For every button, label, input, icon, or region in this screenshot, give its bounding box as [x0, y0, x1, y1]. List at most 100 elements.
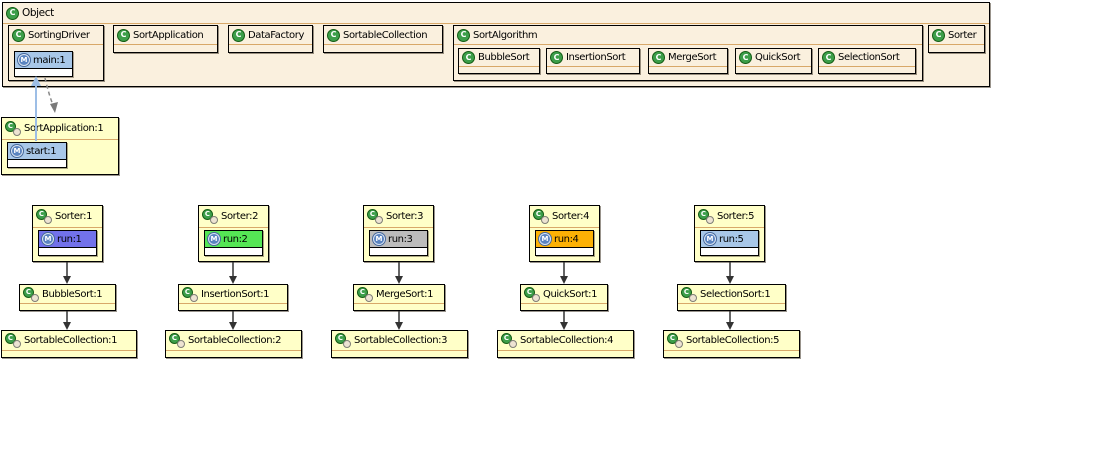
instance-label: BubbleSort:1 — [42, 288, 103, 300]
instance-node-sorter-4[interactable]: C Sorter:4 M run:4 — [529, 205, 600, 262]
instance-label: QuickSort:1 — [543, 288, 598, 300]
instance-header: C SortableCollection:4 — [498, 331, 633, 351]
method-header: M main:1 — [15, 52, 72, 69]
reference-arrow-selectionsort1-to-collection5 — [726, 311, 734, 330]
instance-label: InsertionSort:1 — [201, 288, 270, 300]
class-node-sortablecollection[interactable]: C SortableCollection — [323, 25, 443, 53]
class-label: SelectionSort — [838, 52, 900, 63]
class-icon: C — [652, 51, 665, 64]
instance-node-quicksort-1[interactable]: C QuickSort:1 — [520, 284, 608, 311]
class-node-quicksort[interactable]: C QuickSort — [735, 48, 812, 74]
instance-label: Sorter:1 — [55, 211, 93, 222]
class-label: SortableCollection — [343, 29, 428, 41]
reference-arrow-mergesort1-to-collection3 — [395, 311, 403, 330]
instance-header: C Sorter:2 — [199, 206, 268, 228]
instance-node-sortablecollection-5[interactable]: C SortableCollection:5 — [663, 330, 800, 358]
instance-node-sortablecollection-3[interactable]: C SortableCollection:3 — [331, 330, 468, 358]
instance-label: Sorter:4 — [552, 211, 590, 222]
class-node-selectionsort[interactable]: C SelectionSort — [818, 48, 916, 74]
object-instance-icon: C — [23, 286, 39, 302]
object-instance-icon: C — [667, 333, 683, 348]
method-icon: M — [373, 233, 385, 245]
instance-label: SortableCollection:2 — [188, 335, 282, 346]
instance-node-sorter-5[interactable]: C Sorter:5 M run:5 — [694, 205, 765, 262]
object-label: Object — [22, 7, 54, 19]
class-icon: C — [457, 28, 470, 42]
instance-node-sorter-1[interactable]: C Sorter:1 M run:1 — [32, 205, 103, 262]
class-node-sortapplication[interactable]: C SortApplication — [113, 25, 218, 53]
instance-node-sorter-2[interactable]: C Sorter:2 M run:2 — [198, 205, 269, 262]
method-node-run-3[interactable]: M run:3 — [369, 230, 428, 256]
method-node-run-5[interactable]: M run:5 — [700, 230, 759, 256]
instance-header: C SortableCollection:5 — [664, 331, 799, 351]
class-header: C Sorter — [929, 26, 984, 45]
class-icon: C — [462, 51, 475, 64]
instance-header: C MergeSort:1 — [354, 285, 444, 304]
object-instance-icon: C — [367, 209, 383, 224]
instance-header: C Sorter:5 — [695, 206, 764, 228]
instance-node-sortablecollection-1[interactable]: C SortableCollection:1 — [1, 330, 137, 358]
class-node-object[interactable]: C Object C SortingDriver M main:1 C Sort… — [2, 2, 990, 87]
object-instance-icon: C — [501, 333, 517, 348]
method-label: run:5 — [719, 233, 744, 245]
instance-header: C Sorter:1 — [33, 206, 102, 228]
instance-node-insertionsort-1[interactable]: C InsertionSort:1 — [178, 284, 288, 311]
class-node-insertionsort[interactable]: C InsertionSort — [546, 48, 640, 74]
class-node-mergesort[interactable]: C MergeSort — [648, 48, 728, 74]
instance-node-sortapplication-1[interactable]: C SortApplication:1 M start:1 — [1, 117, 119, 175]
class-node-datafactory[interactable]: C DataFactory — [228, 25, 313, 53]
method-header: M run:3 — [370, 231, 427, 248]
class-label: Sorter — [948, 29, 977, 41]
object-instance-icon: C — [681, 286, 697, 302]
method-label: main:1 — [33, 54, 66, 66]
instance-label: Sorter:2 — [221, 211, 259, 222]
class-label: SortApplication — [133, 29, 204, 41]
class-icon: C — [232, 28, 245, 42]
method-header: M run:4 — [536, 231, 593, 248]
instance-node-mergesort-1[interactable]: C MergeSort:1 — [353, 284, 445, 311]
object-instance-icon: C — [698, 209, 714, 224]
method-node-main[interactable]: M main:1 — [14, 51, 73, 77]
instance-header: C SortableCollection:3 — [332, 331, 467, 351]
object-header: C Object — [3, 3, 989, 24]
instance-node-selectionsort-1[interactable]: C SelectionSort:1 — [677, 284, 786, 311]
method-header: M start:1 — [8, 143, 66, 160]
class-label: QuickSort — [755, 52, 801, 63]
reference-arrow-insertionsort1-to-collection2 — [229, 311, 237, 330]
method-label: run:1 — [57, 233, 82, 245]
object-instance-icon: C — [335, 333, 351, 348]
class-node-bubblesort[interactable]: C BubbleSort — [458, 48, 540, 74]
reference-arrow-sorter2-to-insertionsort1 — [229, 262, 237, 284]
method-node-run-2[interactable]: M run:2 — [204, 230, 263, 256]
class-node-sortalgorithm[interactable]: C SortAlgorithm C BubbleSort C Insertion… — [453, 25, 923, 81]
instance-header: C SortApplication:1 — [2, 118, 118, 140]
instance-header: C SortableCollection:1 — [2, 331, 136, 351]
method-node-run-1[interactable]: M run:1 — [38, 230, 97, 256]
method-node-start[interactable]: M start:1 — [7, 142, 67, 168]
reference-arrow-sorter4-to-quicksort1 — [560, 262, 568, 284]
method-label: run:4 — [554, 233, 579, 245]
instance-header: C Sorter:4 — [530, 206, 599, 228]
class-header: C SortingDriver — [9, 26, 103, 45]
class-icon: C — [822, 51, 835, 64]
method-icon: M — [704, 233, 716, 245]
class-node-sorter[interactable]: C Sorter — [928, 25, 985, 53]
instance-label: SortApplication:1 — [24, 123, 104, 134]
class-label: InsertionSort — [566, 52, 626, 63]
method-icon: M — [11, 145, 23, 157]
instance-node-sortablecollection-4[interactable]: C SortableCollection:4 — [497, 330, 634, 358]
instance-node-sorter-3[interactable]: C Sorter:3 M run:3 — [363, 205, 434, 262]
reference-arrow-quicksort1-to-collection4 — [560, 311, 568, 330]
instance-node-sortablecollection-2[interactable]: C SortableCollection:2 — [165, 330, 302, 358]
method-label: run:3 — [388, 233, 413, 245]
instance-label: SortableCollection:5 — [686, 335, 780, 346]
method-node-run-4[interactable]: M run:4 — [535, 230, 594, 256]
class-header: C BubbleSort — [459, 49, 539, 67]
instance-node-bubblesort-1[interactable]: C BubbleSort:1 — [19, 284, 116, 311]
reference-arrow-sorter1-to-bubblesort1 — [63, 262, 71, 284]
method-icon: M — [18, 54, 30, 66]
class-icon: C — [12, 28, 25, 42]
class-node-sortingdriver[interactable]: C SortingDriver M main:1 — [8, 25, 104, 81]
object-instance-icon: C — [182, 286, 198, 302]
object-instance-icon: C — [5, 333, 21, 348]
